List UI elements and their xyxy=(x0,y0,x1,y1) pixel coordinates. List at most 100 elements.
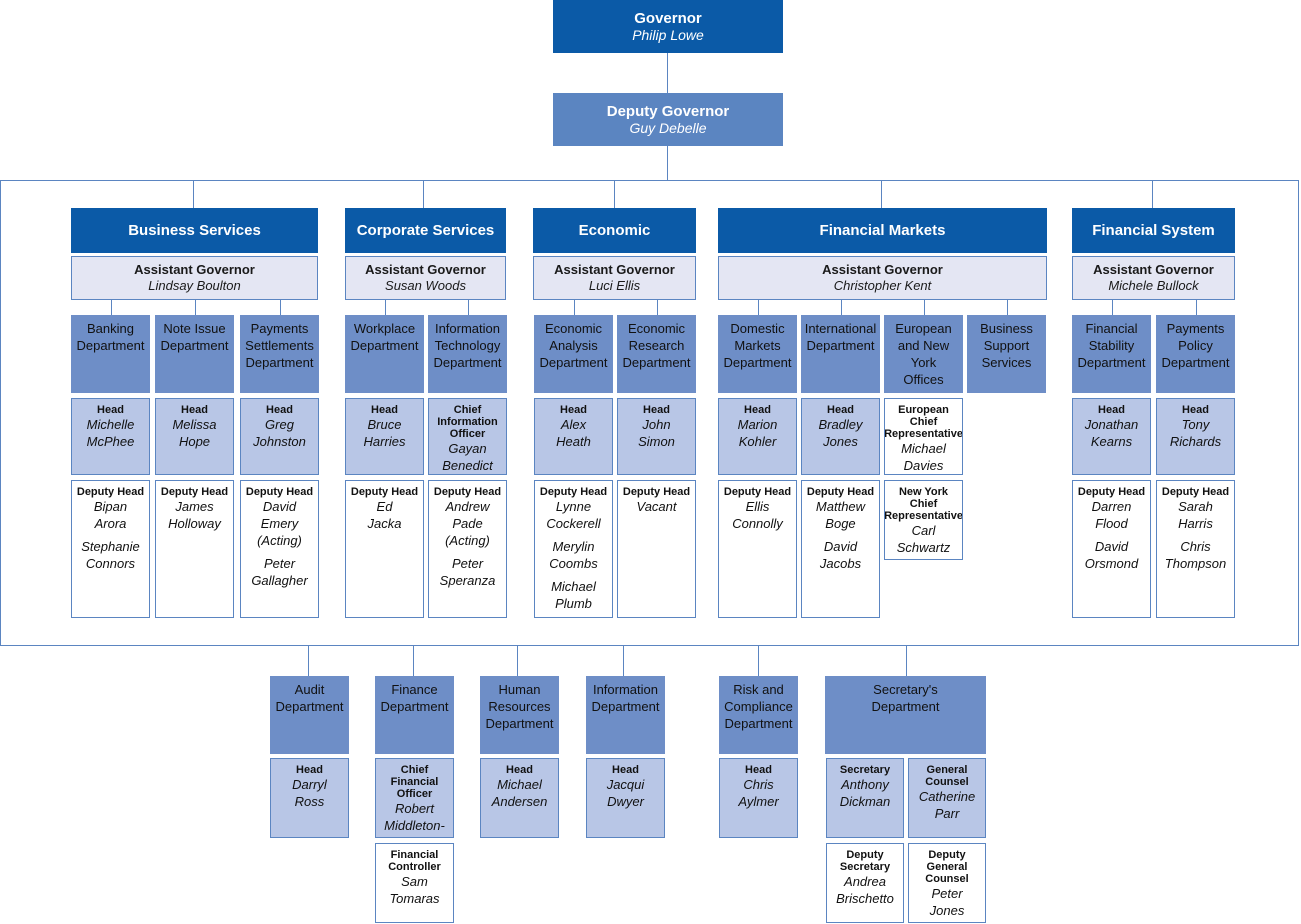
bottom-connector xyxy=(413,646,414,676)
person-name: Sam Tomaras xyxy=(389,874,440,906)
assistant-governor-name: Luci Ellis xyxy=(588,278,641,293)
role-label: Head xyxy=(181,404,208,416)
person-name: Chris Thompson xyxy=(1164,539,1227,571)
person-name: Michael Plumb xyxy=(551,579,596,611)
person-name: Michael Davies xyxy=(901,441,946,473)
role-label: Head xyxy=(371,404,398,416)
department-box: Information Technology Department xyxy=(428,315,507,393)
person-name: Bruce Harries xyxy=(363,417,406,449)
department-name: Banking Department xyxy=(76,321,145,353)
role-label: Head xyxy=(827,404,854,416)
person-name: Jonathan Kearns xyxy=(1084,417,1139,449)
governor-name: Philip Lowe xyxy=(632,27,704,43)
role-label: Head xyxy=(612,764,639,776)
group-header: Business Services xyxy=(71,208,318,253)
department-box: International Department xyxy=(801,315,880,393)
department-name: Information Department xyxy=(591,682,660,714)
person-name: David Orsmond xyxy=(1084,539,1139,571)
department-box: Note Issue Department xyxy=(155,315,234,393)
department-box: European and New York Offices xyxy=(884,315,963,393)
department-box: Finance Department xyxy=(375,676,454,754)
group-connector xyxy=(193,180,194,208)
group-connector xyxy=(614,180,615,208)
department-box: Domestic Markets Department xyxy=(718,315,797,393)
person-name: Peter Speranza xyxy=(439,556,496,588)
role-label: Deputy Secretary xyxy=(839,849,891,873)
role-label: Deputy Head xyxy=(433,486,502,498)
person-name: Peter Gallagher xyxy=(251,556,308,588)
person-name: Lynne Cockerell xyxy=(546,499,601,531)
dept-connector xyxy=(840,300,842,315)
assistant-governor-title: Assistant Governor xyxy=(822,262,943,277)
person-name: Vacant xyxy=(636,499,677,514)
group-connector xyxy=(1152,180,1153,208)
person-name: Tony Richards xyxy=(1169,417,1222,449)
department-name: Information Technology Department xyxy=(433,321,502,370)
role-label: Deputy Head xyxy=(806,486,875,498)
dept-connector xyxy=(573,300,575,315)
group-header: Financial Markets xyxy=(718,208,1047,253)
role-label: Head xyxy=(296,764,323,776)
dept-connector xyxy=(923,300,925,315)
person-name: Carl Schwartz xyxy=(896,523,951,555)
department-box: Secretary's Department xyxy=(825,676,986,754)
group-name: Business Services xyxy=(128,222,261,239)
dept-connector xyxy=(757,300,759,315)
dept-connector xyxy=(656,300,658,315)
person-name: Alex Heath xyxy=(556,417,591,449)
role-label: European Chief Representative xyxy=(884,404,963,440)
deputy-connector xyxy=(667,146,668,181)
role-label: Head xyxy=(643,404,670,416)
person-name: Ellis Connolly xyxy=(732,499,783,531)
person-name: James Holloway xyxy=(168,499,221,531)
department-box: Information Department xyxy=(586,676,665,754)
dept-connector xyxy=(1195,300,1197,315)
group-name: Financial Markets xyxy=(819,222,946,239)
group-name: Economic xyxy=(578,222,651,239)
department-box: Business Support Services xyxy=(967,315,1046,393)
role-label: Head xyxy=(745,764,772,776)
role-label: Head xyxy=(1182,404,1209,416)
role-label: Deputy Head xyxy=(245,486,314,498)
person-name: David Emery (Acting) xyxy=(257,499,302,548)
role-label: Deputy Head xyxy=(350,486,419,498)
person-name: Sarah Harris xyxy=(1178,499,1213,531)
department-box: Risk and Compliance Department xyxy=(719,676,798,754)
role-label: Head xyxy=(266,404,293,416)
governor-title: Governor xyxy=(634,10,702,27)
dept-connector xyxy=(110,300,112,315)
dept-connector xyxy=(194,300,196,315)
department-name: Workplace Department xyxy=(350,321,419,353)
person-name: Merylin Coombs xyxy=(549,539,598,571)
role-label: Head xyxy=(560,404,587,416)
person-name: Catherine Parr xyxy=(918,789,976,821)
department-name: European and New York Offices xyxy=(895,321,952,387)
role-label: Deputy General Counsel xyxy=(925,849,969,885)
department-name: Financial Stability Department xyxy=(1077,321,1146,370)
group-name: Corporate Services xyxy=(356,222,495,239)
role-label: Chief Information Officer xyxy=(437,404,498,440)
bottom-connector xyxy=(517,646,518,676)
department-box: Payments Policy Department xyxy=(1156,315,1235,393)
dept-connector xyxy=(1006,300,1008,315)
